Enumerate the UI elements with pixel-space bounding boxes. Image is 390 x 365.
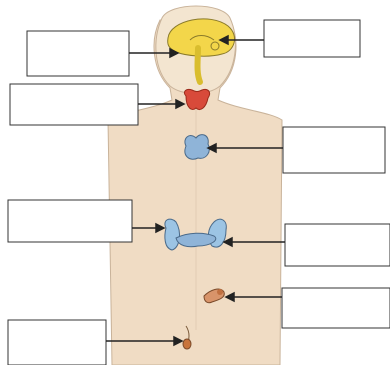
label-box-3[interactable] [8, 200, 132, 242]
leader-line-5 [220, 36, 264, 44]
label-box-5[interactable] [264, 20, 360, 57]
label-box-4[interactable] [8, 320, 106, 365]
label-box-7[interactable] [285, 224, 390, 266]
pituitary [211, 42, 219, 50]
leader-line-1 [129, 49, 178, 57]
label-box-8[interactable] [282, 288, 390, 328]
thymus [185, 135, 209, 160]
label-box-6[interactable] [283, 127, 385, 173]
label-box-1[interactable] [27, 31, 129, 76]
label-box-2[interactable] [10, 84, 138, 125]
